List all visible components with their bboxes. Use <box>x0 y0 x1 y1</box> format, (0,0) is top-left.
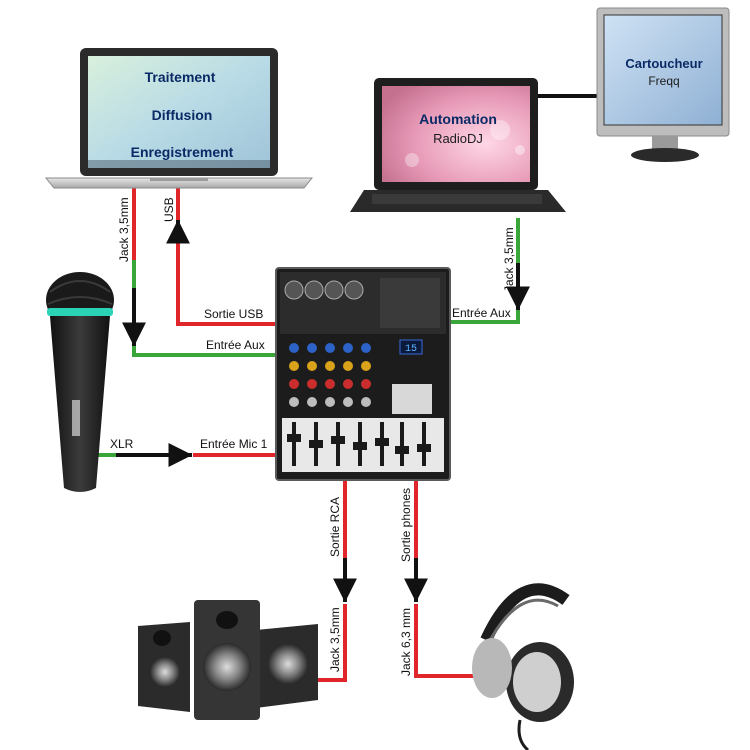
speakers <box>138 600 318 720</box>
knob-grid <box>289 343 371 407</box>
headphones <box>472 583 574 750</box>
monitor: Cartoucheur Freqq <box>596 7 730 162</box>
laptop-left-line1: Traitement <box>145 69 216 85</box>
phones-to-headphones <box>414 604 478 678</box>
label-jack-left: Jack 3,5mm <box>117 197 131 262</box>
label-jack-headphones: Jack 6,3 mm <box>399 608 413 676</box>
label-xlr: XLR <box>110 437 134 451</box>
cables <box>90 94 600 682</box>
label-sortie-usb: Sortie USB <box>204 307 263 321</box>
labels: Jack 3,5mm USB Jack 3,5mm Sortie USB Ent… <box>110 197 516 676</box>
rca-to-speakers <box>318 604 347 682</box>
laptop-right-title: Automation <box>419 111 497 127</box>
mixer: 15 <box>275 267 451 481</box>
faders <box>287 422 431 466</box>
laptop-left-line3: Enregistrement <box>131 144 234 160</box>
label-entree-mic: Entrée Mic 1 <box>200 437 268 451</box>
label-jack-right: Jack 3,5mm <box>502 227 516 292</box>
laptop-left: Traitement Diffusion Enregistrement <box>44 48 314 189</box>
jack-right-green <box>448 218 520 324</box>
label-sortie-rca: Sortie RCA <box>328 497 342 557</box>
monitor-subtitle: Freqq <box>648 74 679 88</box>
fx-display: 15 <box>405 344 417 355</box>
monitor-title: Cartoucheur <box>625 56 702 71</box>
laptop-right: Automation RadioDJ <box>350 78 566 212</box>
label-sortie-phones: Sortie phones <box>399 488 413 562</box>
laptop-right-subtitle: RadioDJ <box>433 131 483 146</box>
microphone <box>46 272 114 492</box>
label-entree-aux-left: Entrée Aux <box>206 338 265 352</box>
label-entree-aux-right: Entrée Aux <box>452 306 511 320</box>
laptop-left-line2: Diffusion <box>152 107 213 123</box>
usb-cable <box>176 230 277 326</box>
label-usb: USB <box>162 197 176 222</box>
label-jack-speakers: Jack 3,5mm <box>328 607 342 672</box>
